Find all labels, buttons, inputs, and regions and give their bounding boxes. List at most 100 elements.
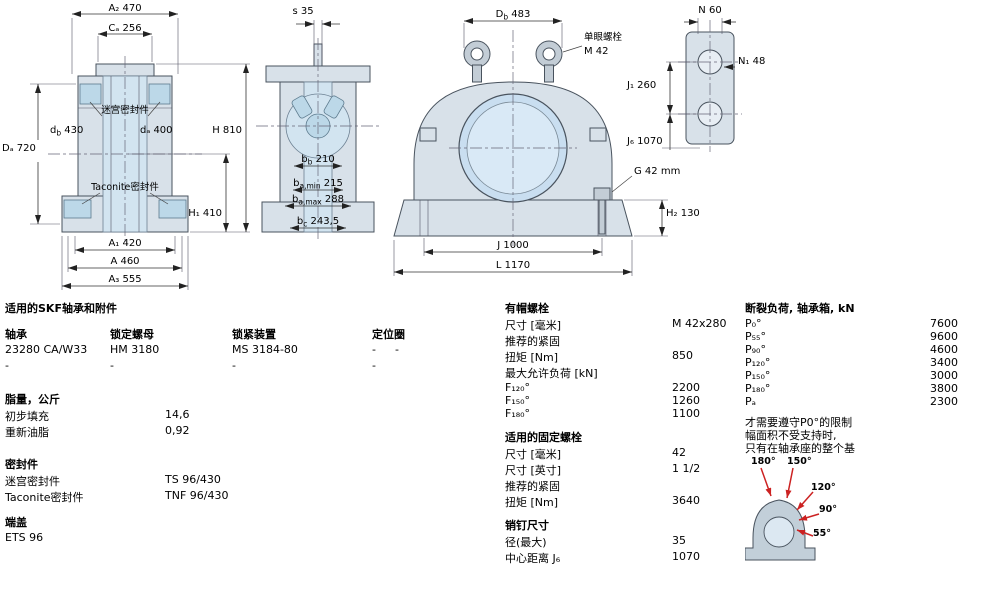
left-drawing-dimensions: [30, 11, 250, 290]
dim-n1-label: N₁ 48: [738, 56, 765, 67]
cap-boss-right: [589, 127, 607, 142]
breaking-note-line2: 幅面积不受支持时,: [745, 429, 837, 442]
cell-r2c4: -: [372, 359, 376, 372]
cell-locating-ring-a: -: [372, 343, 376, 356]
cell-r2c2: -: [110, 359, 114, 372]
dim-s-label: s 35: [292, 6, 313, 17]
f150-label: F₁₅₀°: [505, 394, 531, 407]
technical-drawings: A₂ 470 Cₐ 256 迷宫密封件 db 430 dₐ 400 Dₐ 720…: [2, 3, 765, 290]
dim-a3-label: A₃ 555: [108, 274, 141, 285]
dim-j1-label: J₁ 260: [626, 80, 656, 91]
att-bolt-torque-label: 扭矩 [Nm]: [505, 496, 559, 509]
dim-bc-label: bc 243,5: [297, 216, 339, 229]
p90-label: P₉₀°: [745, 343, 766, 356]
angle-150-label: 150°: [787, 456, 812, 467]
eyebolt-right-shank: [544, 64, 554, 83]
cap-bolt-size-value: M 42x280: [672, 317, 727, 330]
angle-120-label: 120°: [811, 482, 836, 493]
dim-g-label: G 42 mm: [634, 166, 680, 177]
p120-value: 3400: [930, 356, 958, 369]
f180-value: 1100: [672, 407, 700, 420]
dim-Db-label: Db 483: [496, 9, 531, 22]
bearing-table-title: 适用的SKF轴承和附件: [5, 302, 117, 315]
arrow-180: [760, 467, 772, 497]
att-bolt-size-mm-value: 42: [672, 446, 686, 459]
cap-bolt-torque-label: 扭矩 [Nm]: [505, 351, 559, 364]
attachment-bolt-shank: [598, 199, 606, 235]
cap-boss-left: [419, 127, 437, 142]
dim-a-label: A 460: [110, 256, 139, 267]
cell-locking-device: MS 3184-80: [232, 343, 298, 356]
dim-h1-label: H₁ 410: [188, 208, 222, 219]
dim-h2-label: H₂ 130: [666, 208, 700, 219]
roller-right: [323, 95, 345, 119]
attachment-bolt-head: [593, 187, 611, 201]
labyrinth-seal-label: 迷宫密封件: [101, 104, 149, 116]
p180-label: P₁₈₀°: [745, 382, 771, 395]
side-section-drawing: s 35 bb 210 ba,min 215 ba,max 288 bc 243…: [256, 6, 380, 240]
pins-title: 销钉尺寸: [505, 519, 549, 532]
dim-l-label: L 1170: [496, 260, 530, 271]
dim-j6-label: J₆ 1070: [626, 136, 663, 147]
att-bolt-torque-value: 3640: [672, 494, 700, 507]
dim-da-label: dₐ 400: [140, 125, 173, 136]
cap-bolts-title: 有帽螺栓: [505, 302, 549, 315]
breaking-load-title: 断裂负荷, 轴承箱, kN: [745, 302, 855, 315]
pa-value: 2300: [930, 395, 958, 408]
bolt-hole-top-view: N 60 N₁ 48 J₁ 260 J₆ 1070: [626, 5, 765, 152]
taconite-seal-left: [63, 199, 92, 219]
dim-j-label: J 1000: [496, 240, 529, 251]
seal-taconite-value: TNF 96/430: [165, 489, 229, 502]
grease-initial-label: 初步填充: [5, 410, 49, 423]
p150-value: 3000: [930, 369, 958, 382]
dim-bamin-label: ba,min 215: [293, 178, 343, 191]
seal-labyrinth-label: 迷宫密封件: [5, 475, 60, 488]
eyebolt-left-hole: [470, 47, 484, 61]
dim-a1-label: A₁ 420: [108, 238, 141, 249]
col-header-locknut: 锁定螺母: [110, 328, 154, 341]
pin-dia-label: 径(最大): [505, 536, 547, 549]
grease-relub-value: 0,92: [165, 424, 190, 437]
breaking-note-line3: 只有在轴承座的整个基: [745, 442, 855, 455]
pin-distance-value: 1070: [672, 550, 700, 563]
dim-a2-label: A₂ 470: [108, 3, 141, 14]
side-drawing-dimensions: [285, 20, 351, 231]
f180-label: F₁₈₀°: [505, 407, 531, 420]
attachment-bolts-title: 适用的固定螺栓: [505, 431, 582, 444]
arrow-150: [785, 467, 794, 499]
seals-title: 密封件: [5, 458, 38, 471]
eyebolt-label-line2: M 42: [584, 46, 609, 57]
grease-initial-value: 14,6: [165, 408, 190, 421]
pa-label: Pₐ: [745, 395, 756, 408]
p180-value: 3800: [930, 382, 958, 395]
section-view-drawing: A₂ 470 Cₐ 256 迷宫密封件 db 430 dₐ 400 Dₐ 720…: [2, 3, 250, 290]
eyebolt-left-shank: [472, 64, 482, 83]
roller-left: [291, 95, 313, 119]
cell-r2c1: -: [5, 359, 9, 372]
arrow-90: [798, 513, 820, 521]
seal-labyrinth-value: TS 96/430: [165, 473, 221, 486]
p150-label: P₁₅₀°: [745, 369, 771, 382]
taconite-seal-right: [158, 199, 187, 219]
cap-bolt-size-label: 尺寸 [毫米]: [505, 319, 562, 332]
eyebolt-right-hole: [542, 47, 556, 61]
grease-relub-label: 重新油脂: [5, 426, 49, 439]
cell-locating-ring-b: -: [395, 343, 399, 356]
pin-distance-label: 中心距离 J₆: [505, 552, 561, 565]
p120-label: P₁₂₀°: [745, 356, 771, 369]
labyrinth-seal-left: [79, 83, 102, 105]
eyebolt-label-line1: 单眼螺栓: [584, 31, 623, 43]
f150-value: 1260: [672, 394, 700, 407]
f120-label: F₁₂₀°: [505, 381, 531, 394]
f120-value: 2200: [672, 381, 700, 394]
att-bolt-size-in-label: 尺寸 [英寸]: [505, 464, 562, 477]
mini-housing-bore: [763, 516, 795, 548]
seal-taconite-label: Taconite密封件: [5, 491, 84, 504]
dim-h-label: H 810: [212, 125, 242, 136]
cell-locknut: HM 3180: [110, 343, 160, 356]
p90-value: 4600: [930, 343, 958, 356]
cap-bolt-tightening-label: 推荐的紧固: [505, 335, 560, 348]
cell-r2c3: -: [232, 359, 236, 372]
taconite-seal-label: Taconite密封件: [90, 181, 159, 193]
